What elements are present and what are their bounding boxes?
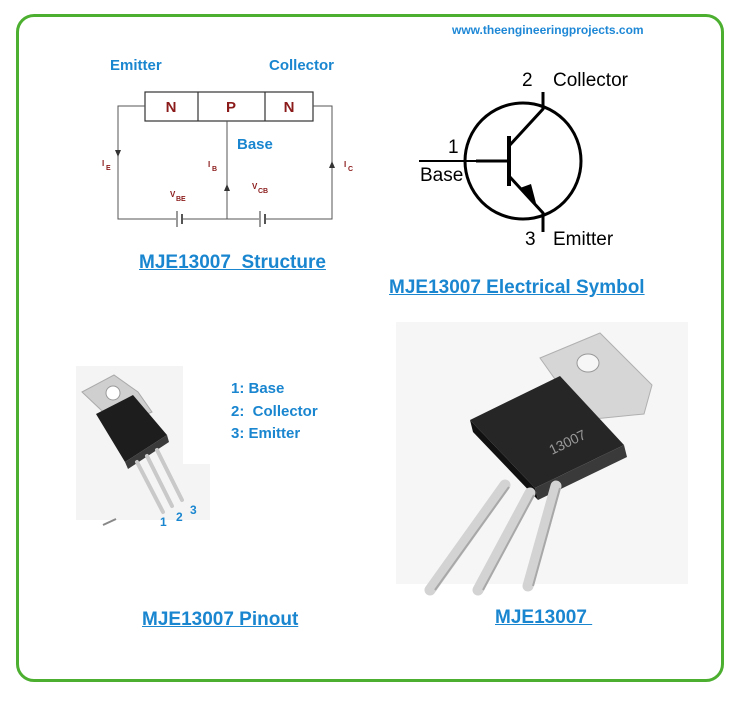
product-tab-hole <box>577 354 599 372</box>
photo-caption[interactable]: MJE13007 <box>495 607 592 629</box>
